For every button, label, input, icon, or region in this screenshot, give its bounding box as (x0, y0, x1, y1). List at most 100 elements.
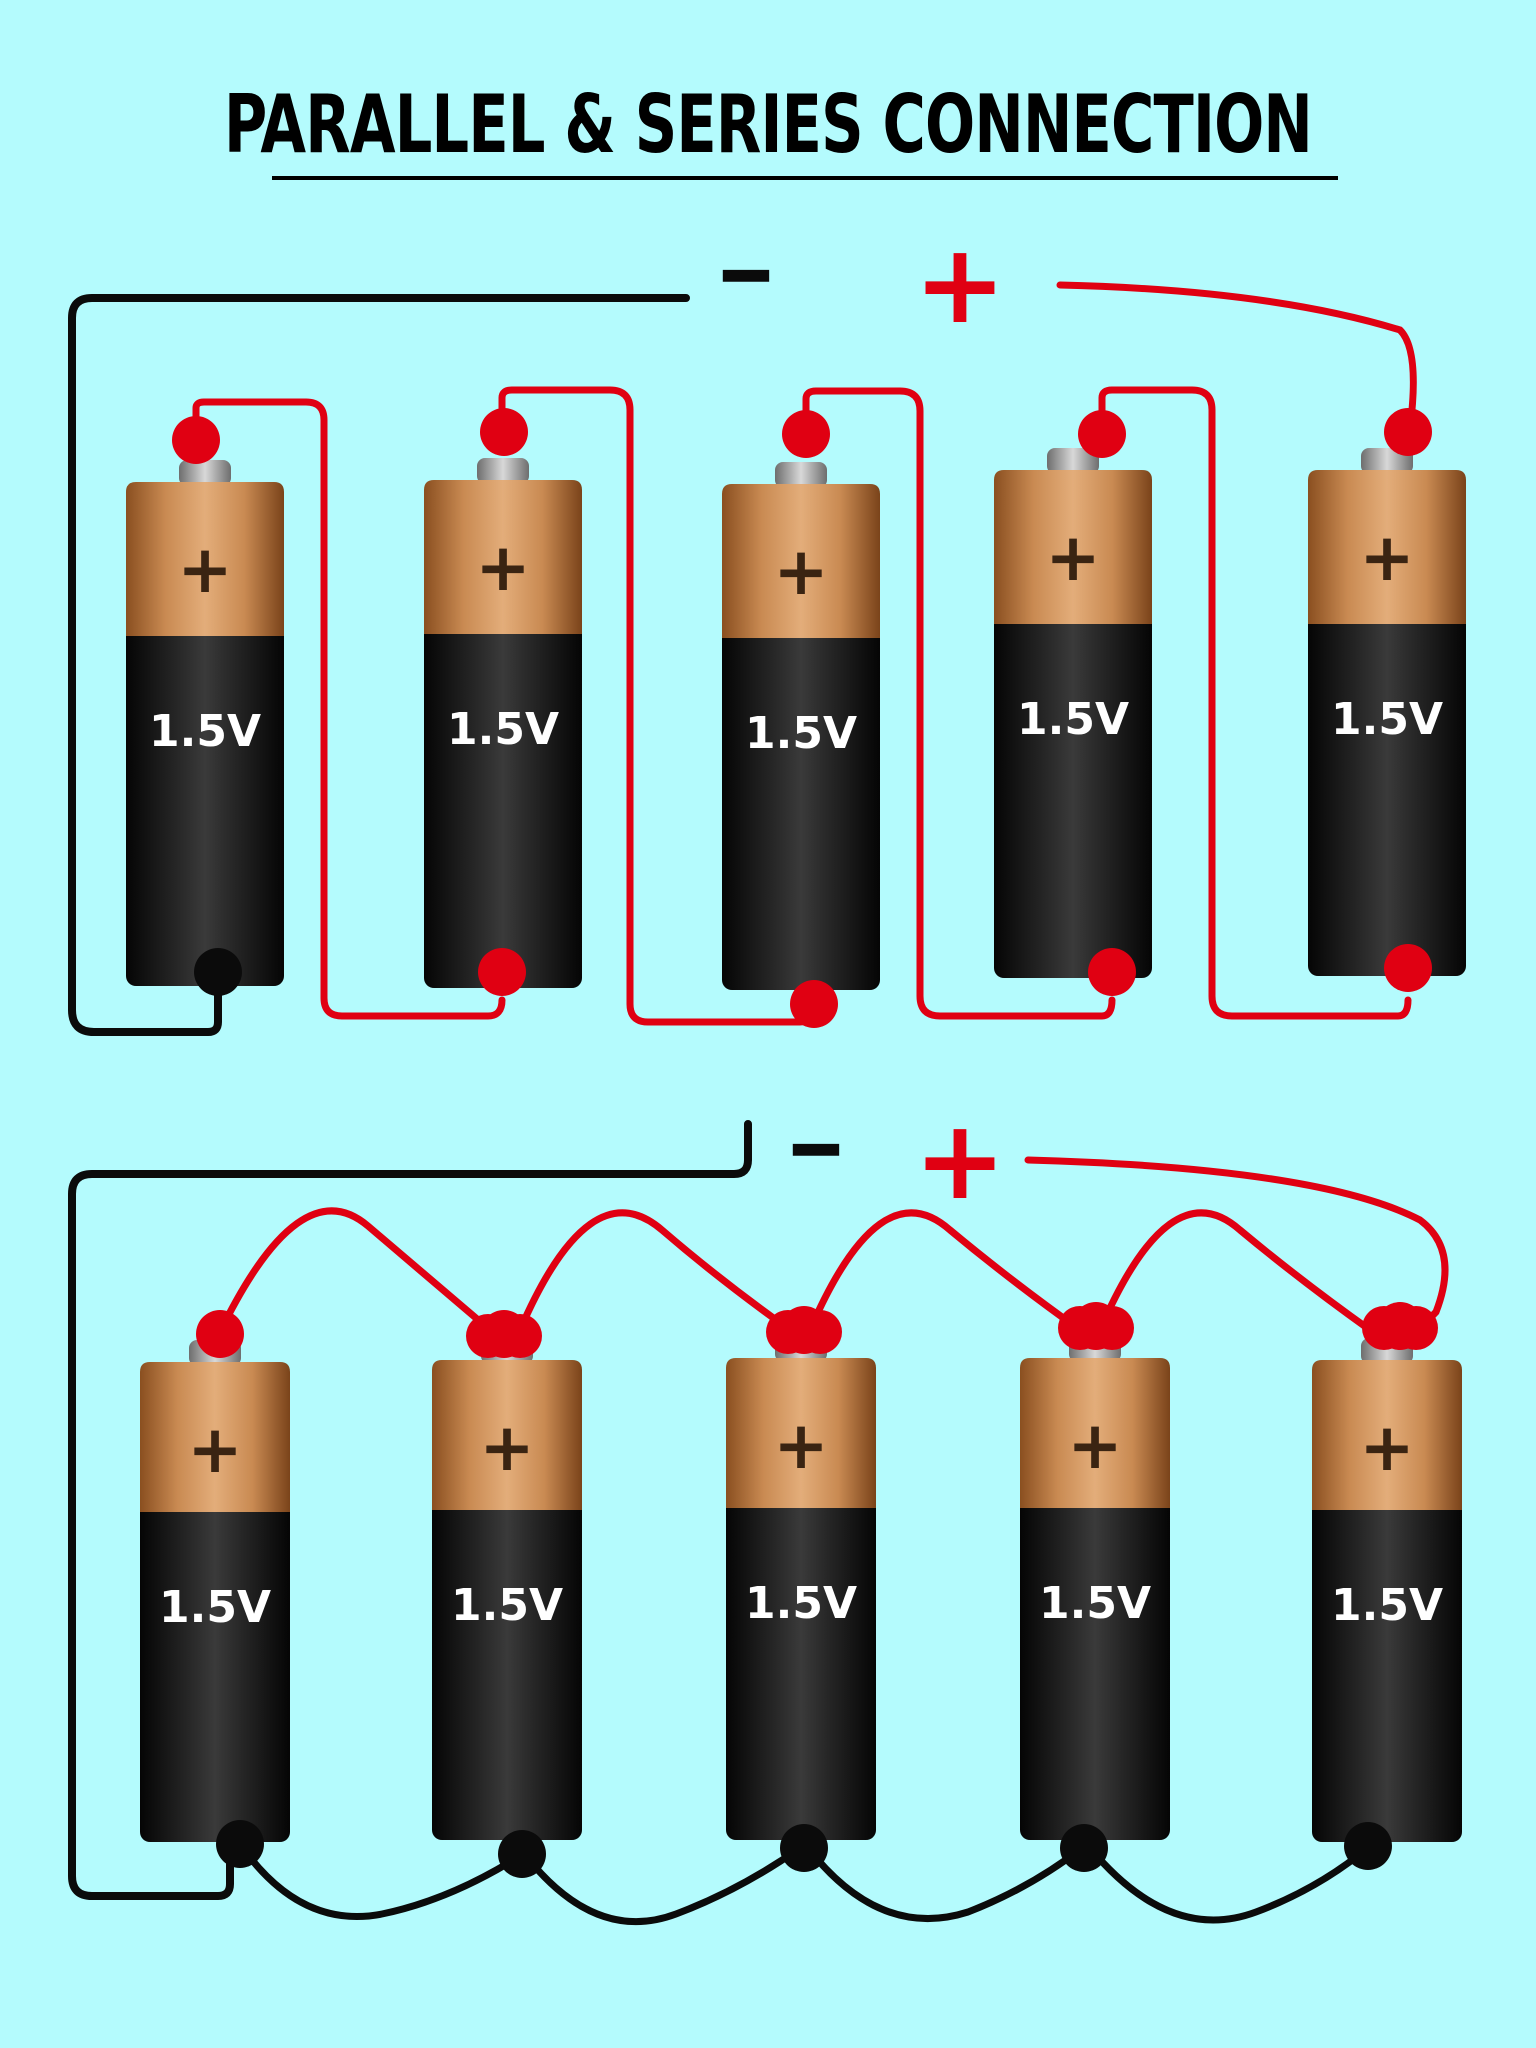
battery-cell: +1.5V (1312, 1302, 1462, 1870)
cap-plus-symbol: + (475, 529, 530, 606)
cap-plus-symbol: + (773, 533, 828, 610)
page-title: PARALLEL & SERIES CONNECTION (224, 78, 1313, 171)
negative-connection-dot (216, 1820, 264, 1868)
positive-connection-dot (1090, 1306, 1134, 1350)
positive-connection-dot (1362, 1306, 1406, 1350)
negative-terminal-label: - (785, 1096, 848, 1194)
positive-connection-dot (172, 416, 220, 464)
battery-cell: +1.5V (140, 1310, 290, 1868)
battery-cell: +1.5V (1308, 408, 1466, 992)
positive-connection-dot (196, 1310, 244, 1358)
positive-terminal-nub (1047, 448, 1099, 474)
positive-connection-dot (782, 410, 830, 458)
cap-plus-symbol: + (177, 531, 232, 608)
negative-arc-2-3 (522, 1844, 804, 1926)
negative-connection-dot (1060, 1824, 1108, 1872)
positive-connection-dot (766, 1310, 810, 1354)
battery-body (1020, 1488, 1170, 1840)
battery-body (432, 1490, 582, 1840)
positive-connection-dot (798, 1310, 842, 1354)
negative-terminal-label: - (715, 222, 778, 320)
bottom-battery-row: +1.5V+1.5V+1.5V+1.5V+1.5V (140, 1302, 1462, 1878)
positive-terminal-label: + (914, 1096, 1006, 1224)
battery-body (140, 1492, 290, 1842)
negative-connection-dot (478, 948, 526, 996)
positive-terminal-label: + (914, 220, 1006, 348)
cap-plus-symbol: + (479, 1409, 534, 1486)
voltage-label: 1.5V (1331, 694, 1443, 745)
battery-body (126, 616, 284, 986)
cap-plus-symbol: + (187, 1411, 242, 1488)
positive-connection-dot (1394, 1306, 1438, 1350)
positive-arc-2-3 (516, 1209, 794, 1334)
positive-terminal-nub (179, 460, 231, 486)
cap-plus-symbol: + (1359, 1409, 1414, 1486)
battery-cap (1308, 470, 1466, 624)
battery-cap (140, 1362, 290, 1512)
negative-connection-dot (780, 1824, 828, 1872)
battery-cell: +1.5V (424, 408, 582, 996)
battery-body (1312, 1490, 1462, 1842)
battery-cap (726, 1358, 876, 1508)
positive-connection-dot (1078, 410, 1126, 458)
positive-arc-1-2 (216, 1207, 494, 1336)
battery-cell: +1.5V (432, 1310, 582, 1878)
positive-arc-4-5 (1096, 1209, 1374, 1334)
negative-connection-dot (194, 948, 242, 996)
battery-cap (994, 470, 1152, 624)
positive-connection-dot (466, 1314, 510, 1358)
negative-lead-wire (68, 1120, 752, 1900)
negative-connection-dot (790, 980, 838, 1028)
negative-lead-wire (68, 294, 690, 1036)
negative-connection-dot (498, 1830, 546, 1878)
voltage-label: 1.5V (745, 708, 857, 759)
positive-bus-arcs (216, 1207, 1374, 1336)
battery-cell: +1.5V (126, 416, 284, 996)
title-underline (272, 176, 1338, 180)
positive-lead-wire (1056, 281, 1417, 432)
cap-plus-symbol: + (1045, 519, 1100, 596)
battery-cell: +1.5V (1020, 1302, 1170, 1872)
battery-cap (722, 484, 880, 638)
voltage-label: 1.5V (745, 1578, 857, 1629)
battery-cap (432, 1360, 582, 1510)
positive-terminal-nub (775, 462, 827, 488)
wire-1-2 (192, 398, 506, 1020)
battery-cap (424, 480, 582, 634)
voltage-label: 1.5V (1017, 694, 1129, 745)
voltage-label: 1.5V (447, 704, 559, 755)
cap-plus-symbol: + (1067, 1407, 1122, 1484)
voltage-label: 1.5V (159, 1582, 271, 1633)
negative-connection-dot (1344, 1822, 1392, 1870)
battery-body (722, 618, 880, 990)
cap-plus-symbol: + (1359, 519, 1414, 596)
battery-body (726, 1488, 876, 1840)
battery-body (994, 604, 1152, 978)
voltage-label: 1.5V (149, 706, 261, 757)
battery-cap (1020, 1358, 1170, 1508)
positive-connection-dot (1384, 408, 1432, 456)
positive-arc-3-4 (806, 1209, 1084, 1334)
negative-arc-1-2 (236, 1840, 524, 1920)
battery-cell: +1.5V (722, 410, 880, 1028)
bottom-diagram: - + +1.5V+1.5V+1.5V+1.5V+1.5V (68, 1096, 1462, 1926)
voltage-label: 1.5V (1039, 1578, 1151, 1629)
negative-bus-arcs (236, 1840, 1374, 1926)
negative-connection-dot (1088, 948, 1136, 996)
positive-terminal-nub (477, 458, 529, 484)
battery-cap (1312, 1360, 1462, 1510)
battery-cell: +1.5V (994, 410, 1152, 996)
negative-arc-4-5 (1086, 1842, 1374, 1924)
negative-arc-3-4 (804, 1844, 1086, 1922)
cap-plus-symbol: + (773, 1407, 828, 1484)
wire-3-4 (802, 387, 1116, 1020)
battery-cell: +1.5V (726, 1306, 876, 1872)
wire-4-5 (1098, 386, 1412, 1020)
positive-connection-dot (480, 408, 528, 456)
battery-cap (126, 482, 284, 636)
battery-body (1308, 604, 1466, 976)
voltage-label: 1.5V (451, 1580, 563, 1631)
negative-connection-dot (1384, 944, 1432, 992)
